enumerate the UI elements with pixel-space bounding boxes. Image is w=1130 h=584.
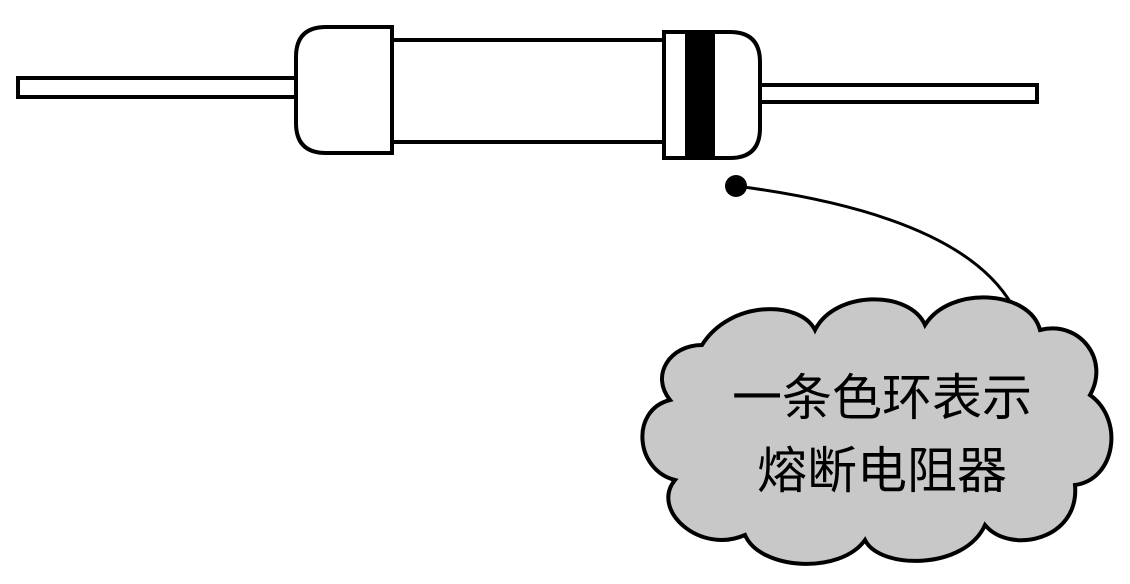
- left-lead-wire: [16, 76, 300, 99]
- resistor-body: [388, 38, 667, 144]
- leader-line: [735, 184, 1014, 306]
- right-lead-wire: [753, 83, 1039, 104]
- callout-cloud: [640, 295, 1114, 566]
- callout-text-line-1: 一条色环表示: [732, 369, 1032, 427]
- callout-text-line-2: 熔断电阻器: [757, 442, 1007, 500]
- left-end-cap: [294, 25, 394, 155]
- color-band: [685, 34, 715, 156]
